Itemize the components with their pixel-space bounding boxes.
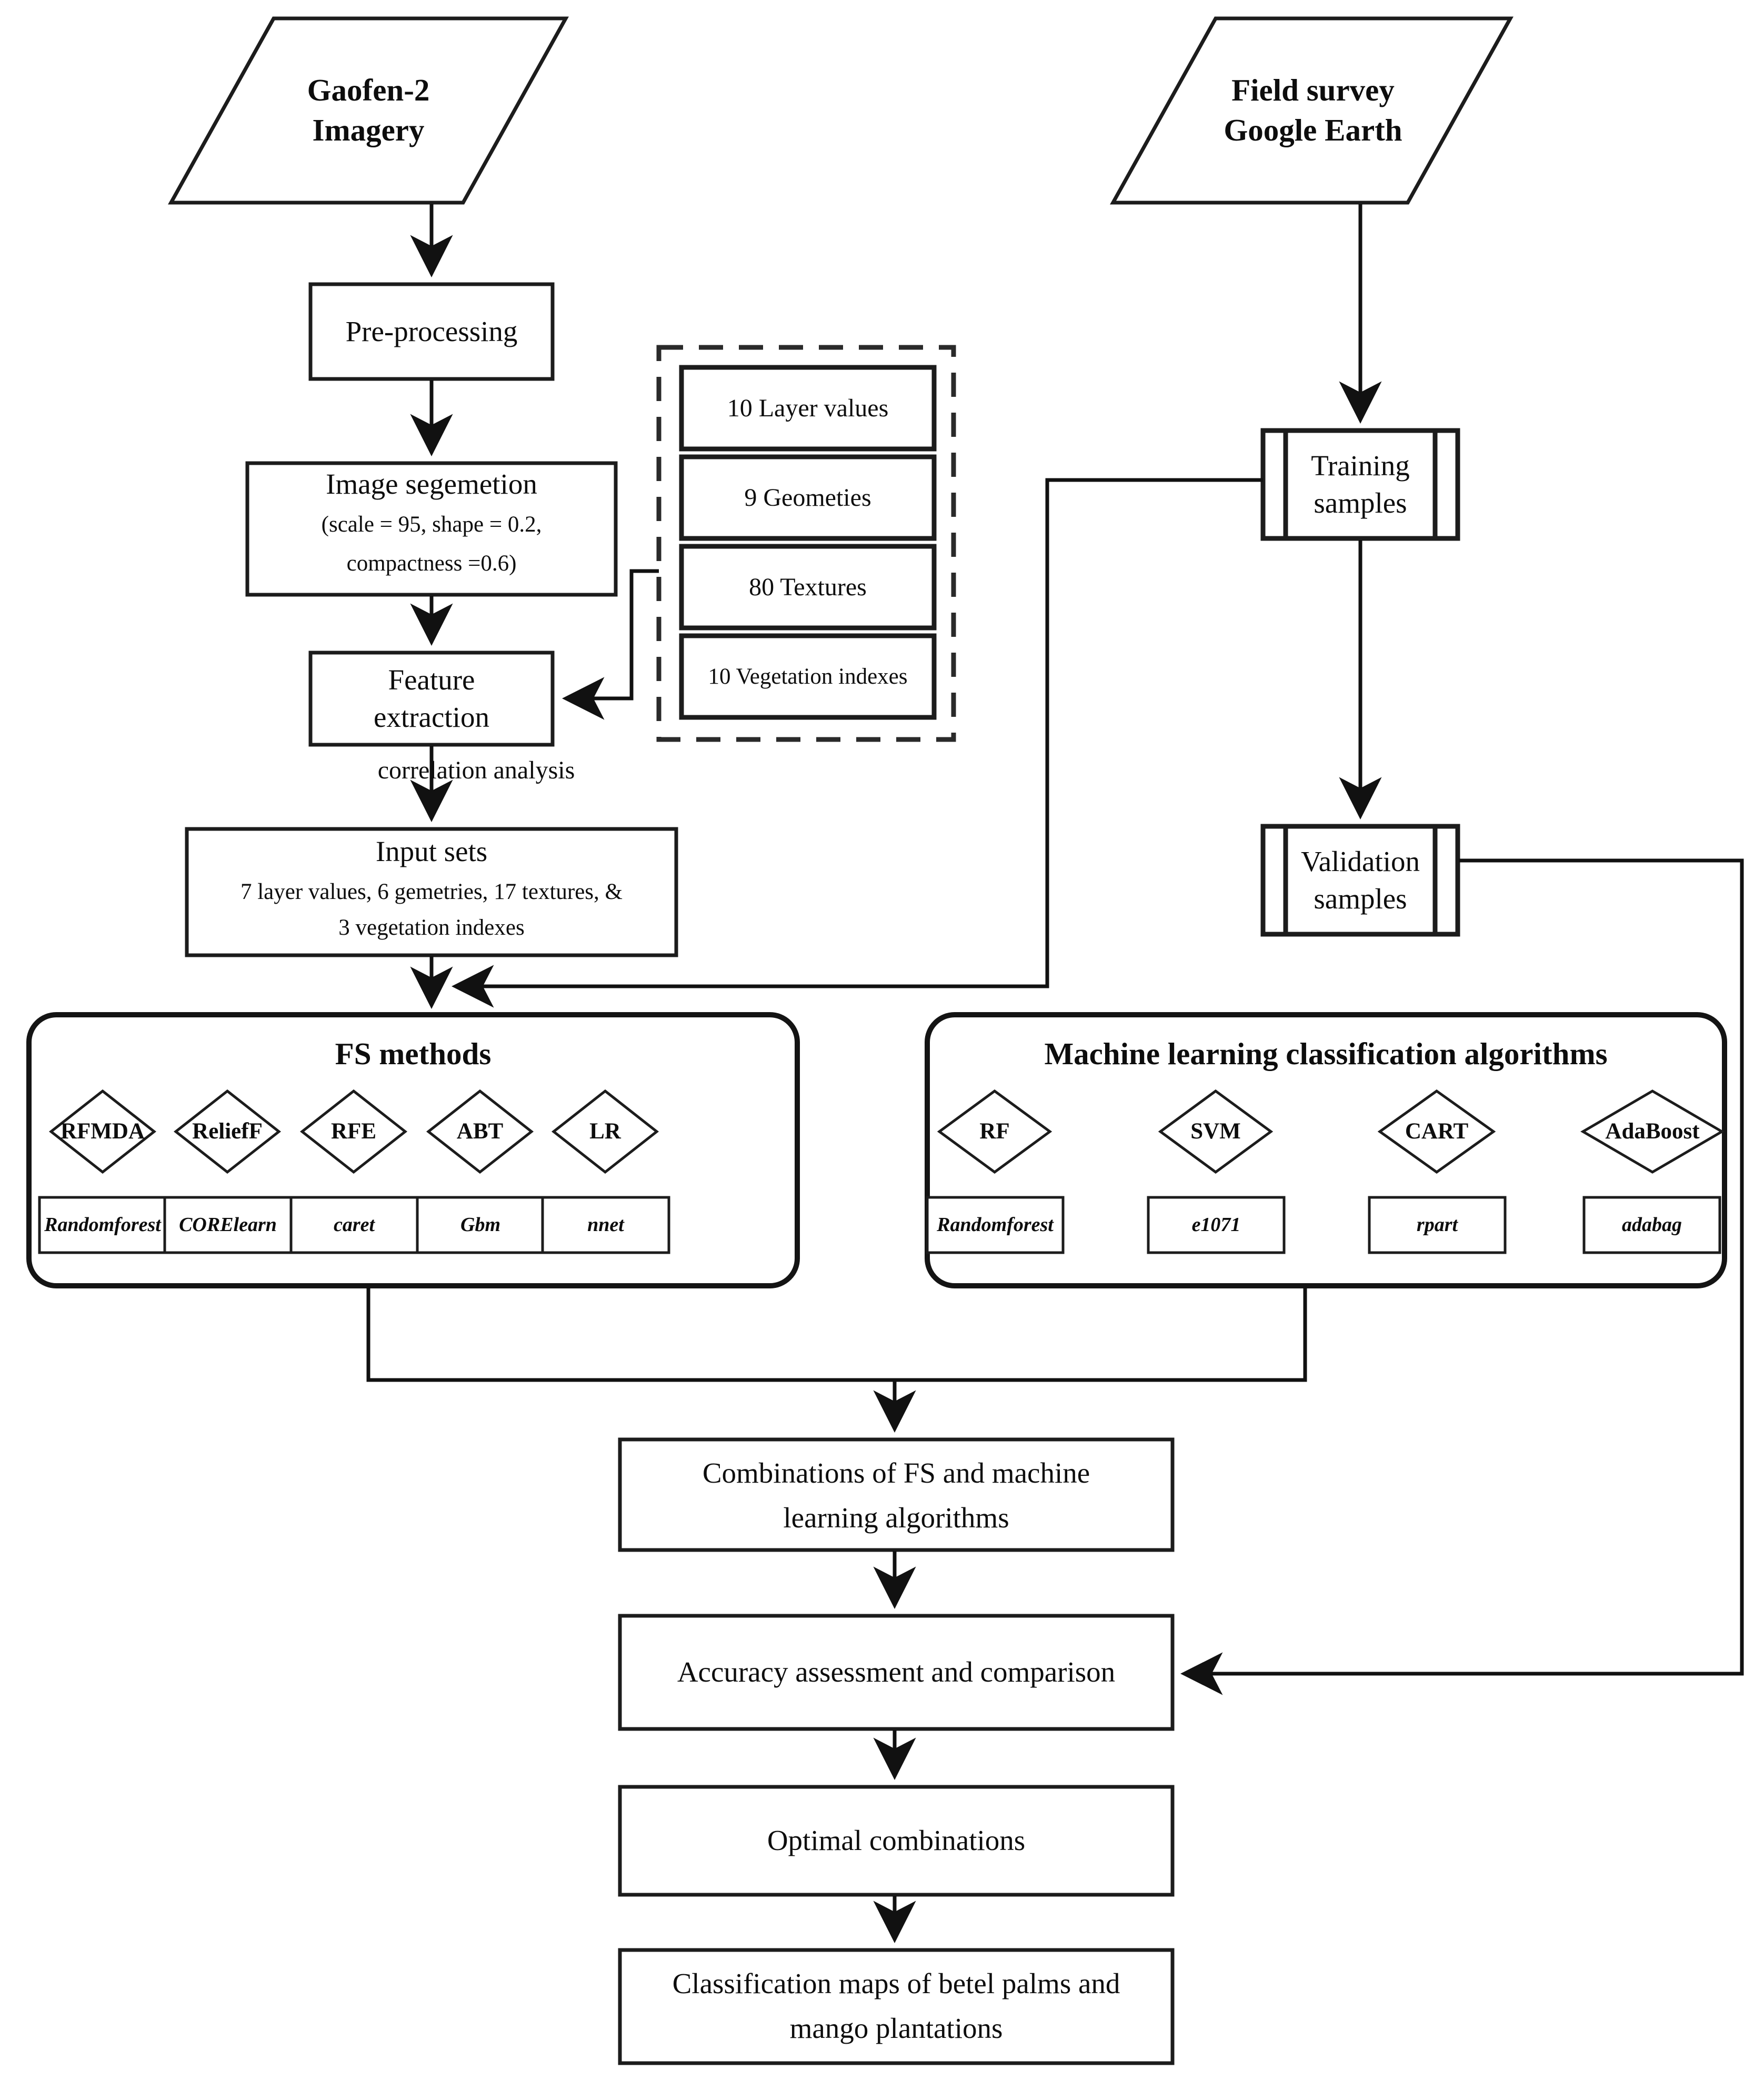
feature-extraction-shape	[308, 651, 555, 747]
feature-item-shape-2	[679, 544, 937, 631]
fs-method-shape-3	[426, 1089, 534, 1174]
fs-method-shape-0	[48, 1089, 157, 1174]
ml-method-shape-1	[1158, 1089, 1274, 1174]
fs-method-shape-2	[299, 1089, 408, 1174]
ml-method-shape-0	[937, 1089, 1053, 1174]
fs-package-shape-2	[289, 1196, 419, 1254]
feature-group-dashed-border	[656, 345, 956, 742]
preprocessing-shape	[308, 282, 555, 381]
segmentation-shape	[245, 461, 618, 597]
connector-validation-samples-to-accuracy	[1180, 858, 1744, 1695]
connector-training-samples-to-fs-panel	[452, 478, 1263, 1008]
fs-package-shape-1	[163, 1196, 293, 1254]
combinations-shape	[618, 1437, 1175, 1552]
fs-method-shape-4	[551, 1089, 659, 1174]
ml-package-shape-3	[1582, 1196, 1721, 1254]
connector-features-to-feature-extraction	[562, 569, 659, 720]
training-samples-shape	[1260, 428, 1460, 541]
feature-item-shape-1	[679, 454, 937, 541]
reference-source-shape	[1110, 16, 1514, 205]
maps-shape	[618, 1948, 1175, 2065]
fs-method-shape-1	[173, 1089, 282, 1174]
ml-panel-shape	[925, 1012, 1727, 1288]
accuracy-shape	[618, 1614, 1175, 1731]
validation-samples-shape	[1260, 824, 1460, 937]
ml-package-shape-0	[926, 1196, 1065, 1254]
fs-package-shape-4	[541, 1196, 670, 1254]
feature-item-shape-3	[679, 633, 937, 720]
fs-package-shape-0	[38, 1196, 167, 1254]
ml-package-shape-2	[1368, 1196, 1507, 1254]
imagery-source-shape	[168, 16, 569, 205]
connector-fs-and-ml-panels-to-combinations	[366, 1287, 1307, 1382]
ml-method-shape-3	[1580, 1089, 1725, 1174]
ml-package-shape-1	[1147, 1196, 1286, 1254]
feature-item-shape-0	[679, 365, 937, 452]
optimal-shape	[618, 1785, 1175, 1897]
ml-method-shape-2	[1377, 1089, 1496, 1174]
fs-package-shape-3	[416, 1196, 545, 1254]
input-sets-shape	[185, 827, 678, 957]
